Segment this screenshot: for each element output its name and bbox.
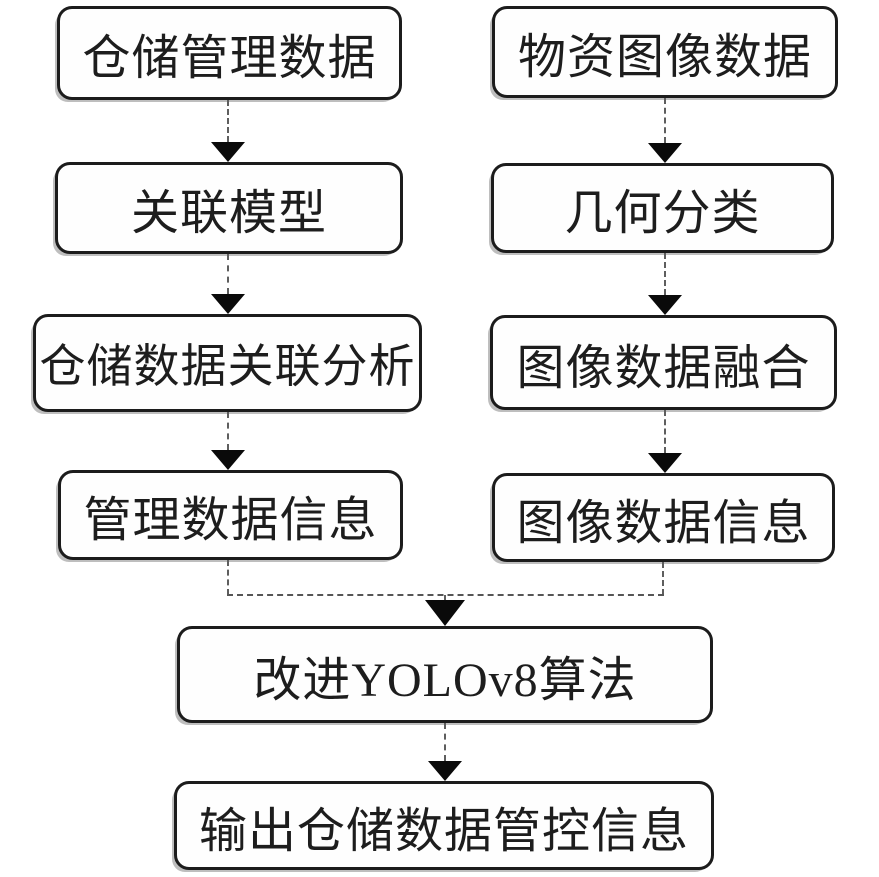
node-geometric-classification: 几何分类 (491, 163, 834, 253)
node-material-image-data: 物资图像数据 (492, 6, 838, 98)
arrow-stem-r1-r2 (664, 98, 666, 143)
node-management-data-information: 管理数据信息 (58, 470, 403, 560)
node-improved-yolov8-algorithm: 改进YOLOv8算法 (177, 626, 713, 723)
node-association-model: 关联模型 (55, 162, 403, 254)
arrow-stem-l3-l4 (227, 412, 229, 450)
arrow-stem-r3-r4 (664, 410, 666, 453)
arrow-head-icon (648, 295, 682, 315)
arrow-head-icon (425, 600, 465, 626)
arrow-head-icon (428, 761, 462, 781)
node-output-warehouse-data-control-info: 输出仓储数据管控信息 (174, 781, 714, 870)
node-warehouse-data-association-analysis: 仓储数据关联分析 (33, 314, 422, 412)
arrow-head-icon (211, 294, 245, 314)
arrow-head-icon (211, 450, 245, 470)
merge-drop-left (227, 560, 229, 595)
arrow-stem-r2-r3 (664, 253, 666, 295)
arrow-stem-l1-l2 (227, 100, 229, 142)
arrow-head-icon (648, 453, 682, 473)
node-image-data-fusion: 图像数据融合 (490, 315, 837, 410)
merge-drop-right (662, 562, 664, 595)
node-image-data-information: 图像数据信息 (492, 473, 835, 562)
arrow-head-icon (211, 142, 245, 162)
arrow-stem-l2-l3 (227, 254, 229, 294)
arrow-head-icon (648, 143, 682, 163)
node-warehouse-management-data: 仓储管理数据 (57, 6, 402, 100)
arrow-stem-m1-m2 (444, 723, 446, 761)
